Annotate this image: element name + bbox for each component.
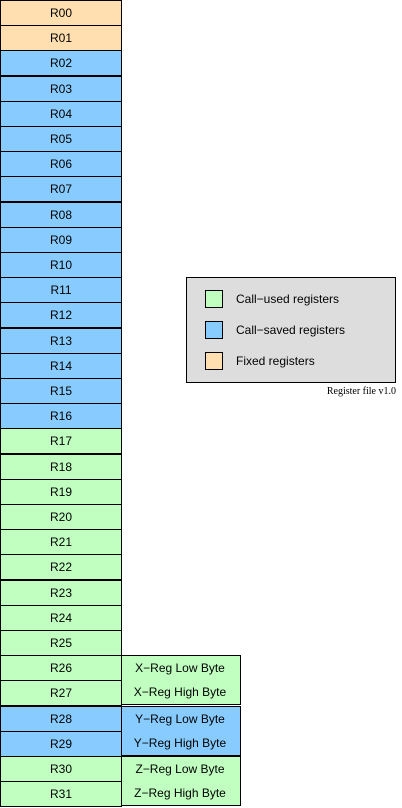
- register-r16: R16: [0, 403, 122, 429]
- register-r25: R25: [0, 630, 122, 656]
- legend-item-call-used: Call−used registers: [205, 289, 339, 309]
- register-r07: R07: [0, 176, 122, 202]
- register-r13: R13: [0, 328, 122, 354]
- register-r04: R04: [0, 101, 122, 127]
- register-r19: R19: [0, 479, 122, 505]
- register-r15: R15: [0, 378, 122, 404]
- register-r18: R18: [0, 454, 122, 480]
- register-r23: R23: [0, 580, 122, 606]
- register-r29: R29: [0, 731, 122, 757]
- register-r10: R10: [0, 252, 122, 278]
- legend-item-call-saved: Call−saved registers: [205, 320, 345, 340]
- legend-swatch: [205, 290, 223, 308]
- register-r26: R26: [0, 655, 122, 681]
- register-r12: R12: [0, 302, 122, 328]
- z-reg-high-byte-label: Z−Reg High Byte: [134, 786, 226, 800]
- x-reg-low-byte-label: X−Reg Low Byte: [135, 661, 225, 675]
- register-r20: R20: [0, 504, 122, 530]
- diagram-caption: Register file v1.0: [326, 386, 396, 397]
- register-r06: R06: [0, 151, 122, 177]
- legend-label: Call−used registers: [236, 292, 340, 306]
- register-r27: R27: [0, 680, 122, 706]
- legend-swatch: [205, 352, 223, 370]
- register-r22: R22: [0, 554, 122, 580]
- x-reg-high-byte-label: X−Reg High Byte: [133, 685, 227, 699]
- register-r11: R11: [0, 277, 122, 303]
- legend-item-fixed: Fixed registers: [205, 351, 315, 371]
- legend-swatch: [205, 321, 223, 339]
- register-r21: R21: [0, 529, 122, 555]
- register-r17: R17: [0, 428, 122, 454]
- register-r30: R30: [0, 756, 122, 782]
- register-r24: R24: [0, 605, 122, 631]
- register-r09: R09: [0, 227, 122, 253]
- z-reg-low-byte-label: Z−Reg Low Byte: [135, 762, 225, 776]
- register-r31: R31: [0, 781, 122, 807]
- y-reg-pair-box: [121, 706, 241, 756]
- legend-label: Fixed registers: [236, 354, 315, 368]
- y-reg-high-byte-label: Y−Reg High Byte: [133, 736, 227, 750]
- y-reg-low-byte-label: Y−Reg Low Byte: [135, 712, 225, 726]
- register-r03: R03: [0, 76, 122, 102]
- register-r00: R00: [0, 0, 122, 26]
- register-r08: R08: [0, 202, 122, 228]
- legend-label: Call−saved registers: [236, 323, 346, 337]
- register-r14: R14: [0, 353, 122, 379]
- register-r28: R28: [0, 706, 122, 732]
- z-reg-pair-box: [121, 756, 241, 806]
- register-r02: R02: [0, 50, 122, 76]
- register-r05: R05: [0, 126, 122, 152]
- x-reg-pair-box: [121, 655, 241, 705]
- register-r01: R01: [0, 25, 122, 51]
